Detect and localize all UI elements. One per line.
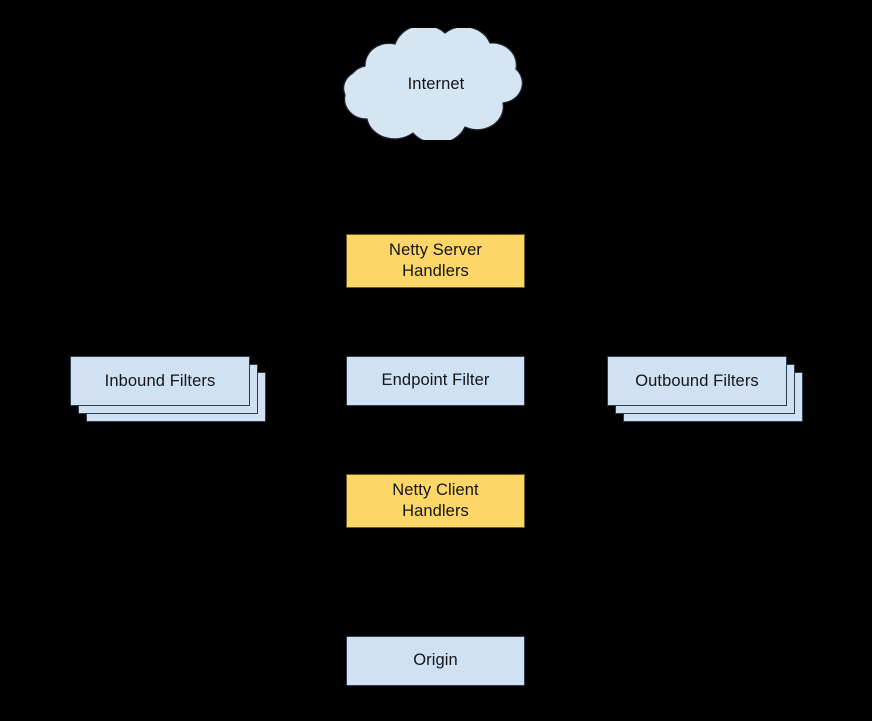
node-endpoint-filter: Endpoint Filter xyxy=(346,356,525,406)
label-line-2: Handlers xyxy=(402,262,469,280)
node-inbound-filters-label: Inbound Filters xyxy=(70,356,250,406)
node-netty-client-handlers: Netty Client Handlers xyxy=(346,474,525,528)
connector-internet-to-netty-server xyxy=(434,138,436,234)
connector-netty-client-to-origin xyxy=(434,528,436,636)
connector-endpoint-to-outbound xyxy=(524,380,610,382)
connector-inbound-to-endpoint xyxy=(262,380,348,382)
cloud-icon xyxy=(342,28,524,140)
node-netty-client-handlers-label: Netty Client Handlers xyxy=(392,480,478,522)
label-line-2: Handlers xyxy=(402,502,469,520)
node-endpoint-filter-label: Endpoint Filter xyxy=(381,371,490,390)
node-netty-server-handlers-label: Netty Server Handlers xyxy=(389,240,482,282)
node-internet-label: Internet xyxy=(407,74,465,93)
node-outbound-filters-label: Outbound Filters xyxy=(607,356,787,406)
node-outbound-filters: Outbound Filters xyxy=(607,356,803,422)
node-inbound-filters: Inbound Filters xyxy=(70,356,266,422)
connector-endpoint-to-netty-client xyxy=(434,408,436,476)
label-line-1: Netty Server xyxy=(389,240,482,259)
label-line-1: Netty Client xyxy=(392,480,479,499)
connector-netty-server-to-endpoint xyxy=(434,288,436,356)
node-origin: Origin xyxy=(346,636,525,686)
node-netty-server-handlers: Netty Server Handlers xyxy=(346,234,525,288)
node-internet: Internet xyxy=(303,28,563,140)
node-origin-label: Origin xyxy=(413,651,458,670)
